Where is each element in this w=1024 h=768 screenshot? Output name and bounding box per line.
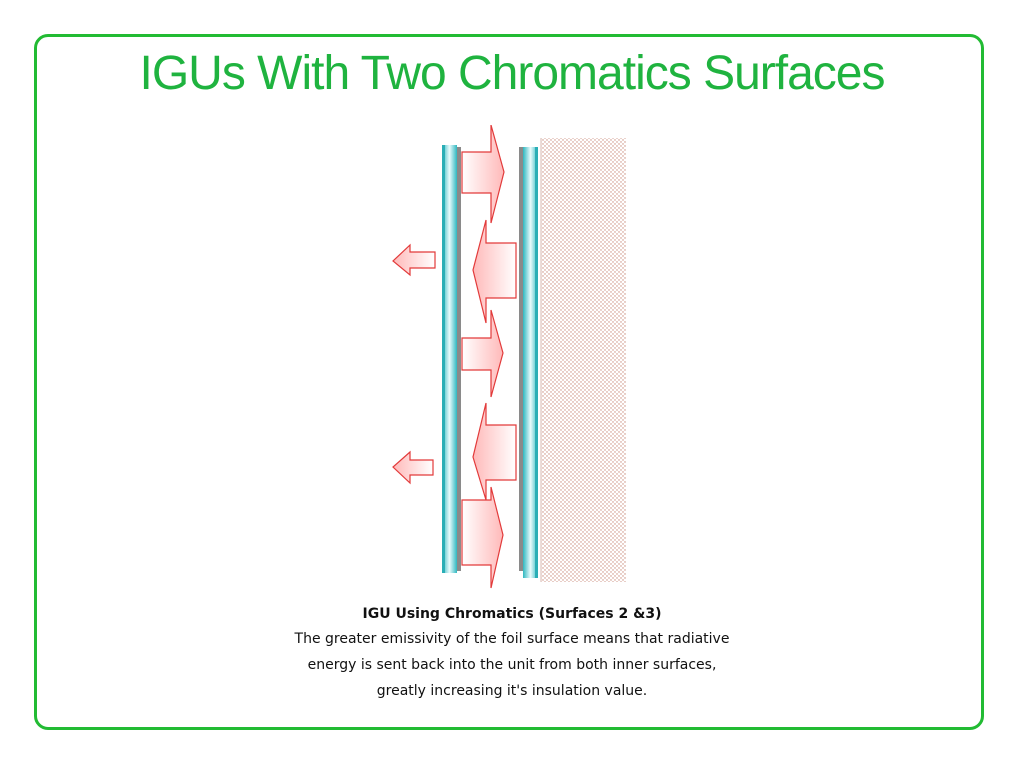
caption-line-1: The greater emissivity of the foil surfa… [294,631,730,647]
inner-pane-edge [535,147,538,578]
diagram-caption: IGU Using Chromatics (Surfaces 2 &3) The… [212,602,812,704]
slide-title: IGUs With Two Chromatics Surfaces [139,47,886,100]
caption-heading: IGU Using Chromatics (Surfaces 2 &3) [362,606,662,622]
slide-frame [34,34,984,730]
arrow-exit-2 [392,450,434,485]
arrow-left-2 [472,402,517,501]
arrow-right-2 [461,309,504,398]
caption-line-3: greatly increasing it's insulation value… [376,683,648,699]
inner-glass-pane [523,147,538,578]
arrow-right-1 [461,125,505,224]
chromatic-coating-surface-3 [519,147,523,571]
outer-pane-edge [442,145,445,573]
interior-wall [541,138,626,582]
outer-glass-pane [442,145,457,573]
caption-line-2: energy is sent back into the unit from b… [307,657,717,673]
igu-diagram [392,125,626,589]
arrow-exit-1 [392,243,436,277]
arrow-left-1 [472,219,517,324]
chromatic-coating-surface-2 [457,147,461,571]
arrow-right-3 [461,486,504,589]
